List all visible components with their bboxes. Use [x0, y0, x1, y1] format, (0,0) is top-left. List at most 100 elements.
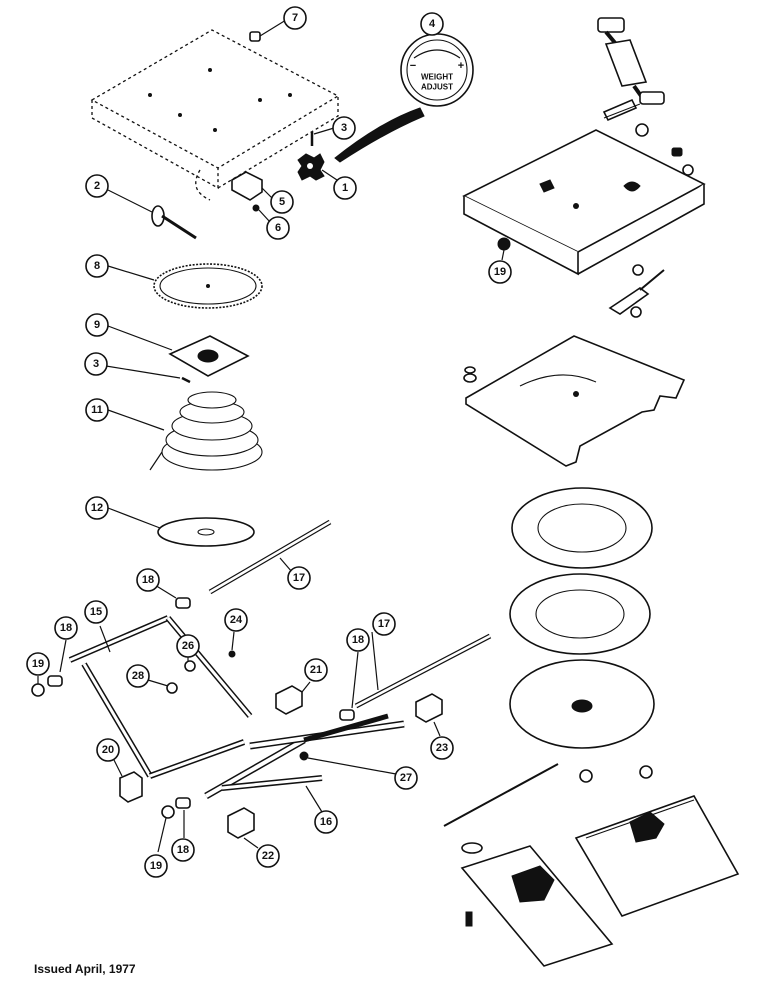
svg-text:28: 28	[132, 670, 144, 682]
callout-18-a: 18	[136, 568, 160, 592]
part-24-screw	[228, 631, 236, 658]
part-9-plate	[107, 325, 250, 377]
part-28-washer	[147, 679, 178, 694]
svg-text:4: 4	[429, 18, 436, 30]
callout-26: 26	[176, 634, 200, 658]
weight-adjust-minus: −	[410, 60, 416, 72]
slide-rail-right	[574, 765, 740, 917]
svg-text:8: 8	[94, 260, 100, 272]
svg-text:17: 17	[378, 618, 390, 630]
shock-absorber	[597, 17, 665, 122]
part-3-pin-upper	[310, 127, 335, 146]
svg-text:27: 27	[400, 772, 412, 784]
svg-text:9: 9	[94, 319, 100, 331]
weight-adjust-line2: ADJUST	[421, 83, 453, 92]
svg-text:19: 19	[494, 266, 506, 278]
svg-text:24: 24	[230, 614, 243, 626]
part-7-nut	[249, 19, 287, 42]
callout-16: 16	[314, 810, 338, 834]
svg-text:1: 1	[342, 182, 348, 194]
callout-19-b: 19	[144, 854, 168, 878]
svg-text:22: 22	[262, 850, 274, 862]
part-1-knob	[297, 153, 341, 183]
callout-12: 12	[85, 496, 109, 520]
callout-11: 11	[85, 398, 109, 422]
part-18-bushing-c	[339, 651, 359, 721]
svg-text:3: 3	[93, 358, 99, 370]
part-19-washer-c	[497, 237, 511, 261]
svg-text:26: 26	[182, 640, 194, 652]
svg-text:3: 3	[341, 122, 347, 134]
bearing-ring-1	[511, 487, 653, 569]
svg-text:18: 18	[60, 622, 72, 634]
part-22-block	[227, 807, 259, 849]
callout-3-upper: 3	[332, 116, 356, 140]
svg-text:18: 18	[142, 574, 154, 586]
svg-text:18: 18	[177, 844, 189, 856]
svg-text:11: 11	[91, 404, 103, 416]
part-6-screw	[252, 204, 271, 223]
part-19-washer-b	[157, 805, 175, 853]
tray-latch-lever	[608, 264, 665, 318]
svg-text:21: 21	[310, 664, 322, 676]
part-2-shaft	[107, 189, 197, 240]
svg-text:5: 5	[279, 196, 285, 208]
part-19-washer-a	[31, 676, 45, 697]
svg-text:15: 15	[90, 606, 102, 618]
svg-text:23: 23	[436, 742, 448, 754]
part-3-pin-lower	[105, 365, 191, 384]
part-26-nut	[184, 656, 196, 672]
callout-5: 5	[270, 190, 294, 214]
callout-17-right: 17	[372, 612, 396, 636]
svg-text:19: 19	[32, 658, 44, 670]
svg-text:16: 16	[320, 816, 332, 828]
svg-text:17: 17	[293, 572, 305, 584]
svg-text:2: 2	[94, 180, 100, 192]
callout-7: 7	[283, 6, 307, 30]
callout-18-c: 18	[346, 628, 370, 652]
part-21-block	[275, 681, 311, 715]
bearing-ring-2	[509, 573, 651, 655]
part-15-frame	[68, 615, 253, 779]
callout-4: 4	[420, 12, 444, 36]
part-16-linkage	[204, 713, 405, 813]
callout-19-c: 19	[488, 260, 512, 284]
callout-1: 1	[333, 176, 357, 200]
callout-24: 24	[224, 608, 248, 632]
svg-text:7: 7	[292, 12, 298, 24]
part-20-block	[113, 759, 143, 803]
svg-text:19: 19	[150, 860, 162, 872]
callout-21: 21	[304, 658, 328, 682]
callout-18-d: 18	[171, 838, 195, 862]
callout-8: 8	[85, 254, 109, 278]
callout-6: 6	[266, 216, 290, 240]
callout-27: 27	[394, 766, 418, 790]
part-18-bushing-b	[47, 639, 67, 687]
svg-text:18: 18	[352, 634, 364, 646]
callout-18-b: 18	[54, 616, 78, 640]
callout-17-left: 17	[287, 566, 311, 590]
swivel-plate	[463, 335, 686, 467]
svg-text:20: 20	[102, 744, 114, 756]
svg-text:6: 6	[275, 222, 281, 234]
callout-23: 23	[430, 736, 454, 760]
part-17-rod-left	[208, 519, 332, 595]
callout-2: 2	[85, 174, 109, 198]
slide-rail-left	[460, 842, 614, 967]
weight-adjust-dial: − + WEIGHT ADJUST	[334, 33, 474, 163]
weight-adjust-line1: WEIGHT	[421, 73, 453, 82]
part-11-spring	[107, 391, 263, 471]
upper-tray	[462, 123, 706, 276]
callout-3-lower: 3	[84, 352, 108, 376]
callout-19-a: 19	[26, 652, 50, 676]
weight-adjust-plus: +	[458, 60, 464, 72]
part-17-rod-right	[354, 631, 492, 709]
part-12-disc	[107, 507, 255, 547]
callout-20: 20	[96, 738, 120, 762]
part-18-bushing-d	[175, 797, 191, 838]
part-8-sprocket	[107, 263, 263, 309]
bearing-disc	[509, 659, 655, 749]
part-23-block	[415, 693, 443, 737]
callout-9: 9	[85, 313, 109, 337]
